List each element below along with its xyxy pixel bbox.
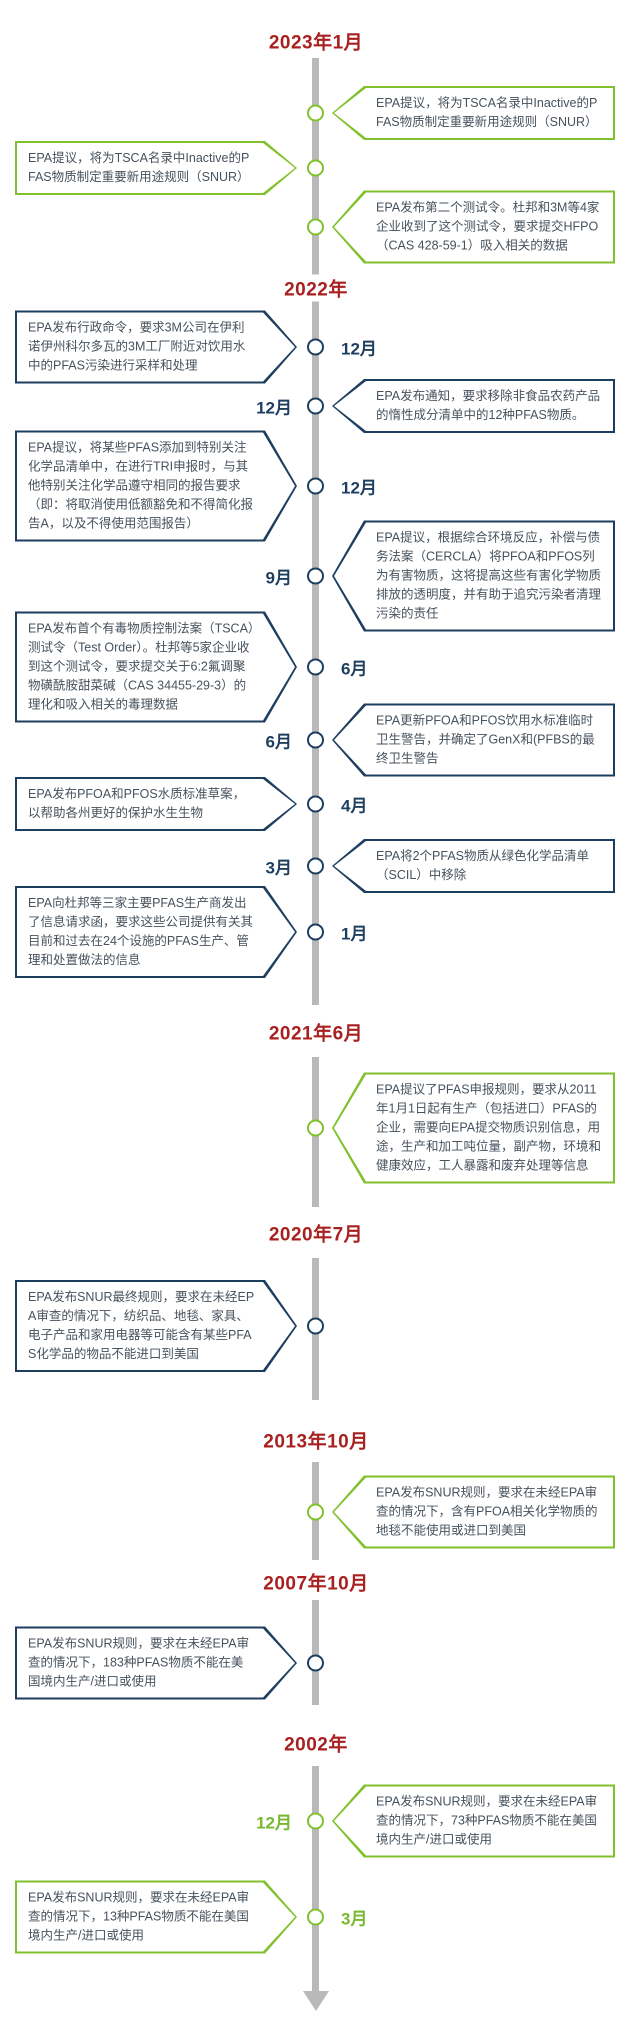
timeline-node [307, 1812, 324, 1830]
event-text: EPA发布第二个测试令。杜邦和3M等4家企业收到了这个测试令，要求提交HFPO（… [376, 200, 600, 253]
month-label: 3月 [265, 858, 292, 878]
event-bubble: EPA发布SNUR规则，要求在未经EPA审查的情况下，73种PFAS物质不能在美… [332, 1784, 615, 1858]
event-bubble: EPA提议了PFAS申报规则，要求从2011年1月1日起有生产（包括进口）PFA… [332, 1072, 615, 1184]
month-label: 12月 [341, 339, 377, 359]
event-text: EPA提议了PFAS申报规则，要求从2011年1月1日起有生产（包括进口）PFA… [376, 1082, 602, 1173]
bubble-fill [334, 522, 613, 630]
year-header-2007: 2007年10月 [256, 1568, 376, 1596]
bubble-fill [17, 313, 295, 382]
bubble-fill [334, 192, 613, 262]
bubble-fill [17, 1883, 295, 1952]
event-text: EPA发布SNUR规则，要求在未经EPA审查的情况下，73种PFAS物质不能在美… [376, 1794, 598, 1847]
month-label: 3月 [341, 1909, 368, 1929]
month-label: 12月 [256, 398, 292, 418]
bubble-fill [334, 1477, 613, 1547]
timeline-node [307, 1654, 324, 1672]
timeline-line-segment [312, 1600, 319, 1705]
event-bubble: EPA发布首个有毒物质控制法案（TSCA）测试令（Test Order）。杜邦等… [15, 612, 297, 723]
event-text: EPA发布首个有毒物质控制法案（TSCA）测试令（Test Order）。杜邦等… [28, 621, 255, 712]
bubble-fill [334, 88, 613, 138]
event-bubble: EPA更新PFOA和PFOS饮用水标准临时卫生警告，并确定了GenX和(PFBS… [332, 703, 615, 777]
year-header-2013: 2013年10月 [256, 1426, 376, 1454]
timeline-node [307, 397, 324, 415]
year-header-2023: 2023年1月 [261, 27, 371, 55]
year-header-2002: 2002年 [277, 1729, 355, 1757]
event-bubble: EPA发布第二个测试令。杜邦和3M等4家企业收到了这个测试令，要求提交HFPO（… [332, 190, 615, 264]
timeline-node [307, 795, 324, 813]
timeline-node [307, 731, 324, 749]
event-text: EPA发布通知，要求移除非食品农药产品的惰性成分清单中的12种PFAS物质。 [376, 389, 601, 422]
event-bubble: EPA发布PFOA和PFOS水质标准草案，以帮助各州更好的保护水生生物 [15, 777, 297, 831]
timeline-node [307, 857, 324, 875]
bubble-fill [334, 1074, 613, 1182]
event-bubble: EPA提议，将为TSCA名录中Inactive的PFAS物质制定重要新用途规则（… [332, 86, 615, 140]
bubble-fill [334, 1786, 613, 1856]
month-label: 4月 [341, 796, 368, 816]
event-bubble: EPA发布SNUR最终规则，要求在未经EPA审查的情况下，纺织品、地毯、家具、电… [15, 1280, 297, 1372]
timeline-node [307, 159, 324, 177]
year-header-2022: 2022年 [277, 274, 355, 302]
bubble-fill [17, 433, 295, 540]
bubble-fill [334, 705, 613, 775]
event-text: EPA发布行政命令，要求3M公司在伊利诺伊州科尔多瓦的3M工厂附近对饮用水中的P… [28, 320, 246, 373]
event-text: EPA发布SNUR规则，要求在未经EPA审查的情况下，13种PFAS物质不能在美… [28, 1890, 250, 1943]
timeline-node [307, 1119, 324, 1137]
event-text: EPA发布SNUR规则，要求在未经EPA审查的情况下，183种PFAS物质不能在… [28, 1636, 250, 1689]
event-bubble: EPA将2个PFAS物质从绿色化学品清单（SCIL）中移除 [332, 839, 615, 893]
event-bubble: EPA提议，将某些PFAS添加到特别关注化学品清单中，在进行TRI申报时，与其他… [15, 431, 297, 542]
year-header-2021: 2021年6月 [261, 1018, 371, 1046]
bubble-fill [17, 779, 295, 829]
event-bubble: EPA发布行政命令，要求3M公司在伊利诺伊州科尔多瓦的3M工厂附近对饮用水中的P… [15, 311, 297, 384]
event-text: EPA提议，将为TSCA名录中Inactive的PFAS物质制定重要新用途规则（… [28, 151, 250, 184]
timeline-node [307, 1317, 324, 1335]
month-label: 12月 [341, 478, 377, 498]
month-label: 12月 [256, 1813, 292, 1833]
timeline-node [307, 1503, 324, 1521]
month-label: 1月 [341, 924, 368, 944]
event-text: EPA发布PFOA和PFOS水质标准草案，以帮助各州更好的保护水生生物 [28, 787, 246, 820]
event-text: EPA将2个PFAS物质从绿色化学品清单（SCIL）中移除 [376, 849, 589, 882]
bubble-fill [17, 1282, 295, 1370]
event-text: EPA发布SNUR规则，要求在未经EPA审查的情况下，含有PFOA相关化学物质的… [376, 1485, 598, 1538]
event-text: EPA向杜邦等三家主要PFAS生产商发出了信息请求函，要求这些公司提供有关其目前… [28, 896, 254, 967]
year-header-2020: 2020年7月 [261, 1219, 371, 1247]
timeline-line-segment [312, 300, 319, 1005]
bubble-fill [334, 381, 613, 431]
timeline-node [307, 104, 324, 122]
bubble-fill [17, 888, 295, 976]
month-label: 9月 [265, 568, 292, 588]
month-label: 6月 [265, 732, 292, 752]
event-bubble: EPA发布SNUR规则，要求在未经EPA审查的情况下，13种PFAS物质不能在美… [15, 1881, 297, 1954]
event-bubble: EPA发布通知，要求移除非食品农药产品的惰性成分清单中的12种PFAS物质。 [332, 379, 615, 433]
event-text: EPA提议，根据综合环境反应，补偿与债务法案（CERCLA）将PFOA和PFOS… [376, 530, 602, 621]
event-text: EPA更新PFOA和PFOS饮用水标准临时卫生警告，并确定了GenX和(PFBS… [376, 713, 595, 766]
timeline-arrowhead-icon [303, 1991, 329, 2011]
event-text: EPA提议，将某些PFAS添加到特别关注化学品清单中，在进行TRI申报时，与其他… [28, 440, 254, 531]
bubble-fill [17, 1629, 295, 1698]
month-label: 6月 [341, 659, 368, 679]
event-text: EPA发布SNUR最终规则，要求在未经EPA审查的情况下，纺织品、地毯、家具、电… [28, 1290, 255, 1361]
timeline-node [307, 923, 324, 941]
timeline-node [307, 338, 324, 356]
bubble-fill [17, 614, 295, 721]
event-bubble: EPA发布SNUR规则，要求在未经EPA审查的情况下，含有PFOA相关化学物质的… [332, 1475, 615, 1549]
event-bubble: EPA提议，根据综合环境反应，补偿与债务法案（CERCLA）将PFOA和PFOS… [332, 520, 615, 632]
event-bubble: EPA发布SNUR规则，要求在未经EPA审查的情况下，183种PFAS物质不能在… [15, 1627, 297, 1700]
bubble-fill [17, 143, 295, 193]
bubble-fill [334, 841, 613, 891]
event-text: EPA提议，将为TSCA名录中Inactive的PFAS物质制定重要新用途规则（… [376, 96, 598, 129]
event-bubble: EPA向杜邦等三家主要PFAS生产商发出了信息请求函，要求这些公司提供有关其目前… [15, 886, 297, 978]
timeline-node [307, 477, 324, 495]
event-bubble: EPA提议，将为TSCA名录中Inactive的PFAS物质制定重要新用途规则（… [15, 141, 297, 195]
timeline-line-segment [312, 1766, 319, 1993]
timeline-node [307, 567, 324, 585]
timeline-node [307, 218, 324, 236]
timeline-node [307, 1908, 324, 1926]
timeline-node [307, 658, 324, 676]
